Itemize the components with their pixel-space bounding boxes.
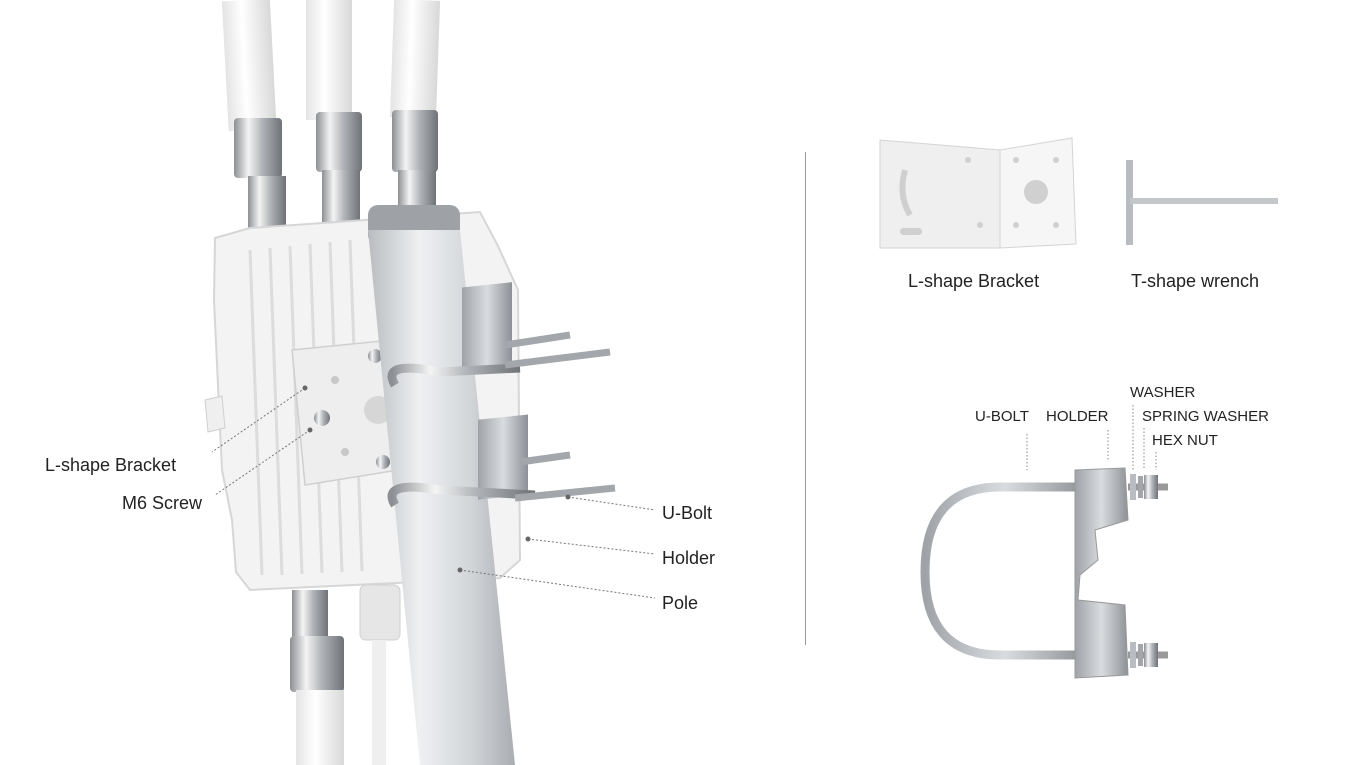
u-bolt-assembly-mounted [387,282,616,508]
detail-spring-washer-label: SPRING WASHER [1142,408,1269,425]
callout-m6-screw: M6 Screw [122,493,203,513]
antenna-bottom [290,584,401,765]
l-bracket-accessory [879,137,1077,249]
pole [368,205,515,765]
accessory-t-wrench-label: T-shape wrench [1131,271,1260,291]
callout-u-bolt: U-Bolt [662,503,713,523]
antenna-top [221,0,441,232]
callout-dots [302,385,571,573]
detail-leaders [1026,405,1157,470]
callout-holder: Holder [662,548,716,568]
detail-u-bolt-label: U-BOLT [975,408,1029,425]
detail-washer-label: WASHER [1130,384,1196,401]
callout-l-bracket: L-shape Bracket [45,455,177,475]
detail-holder-label: HOLDER [1046,408,1109,425]
t-wrench-accessory [1126,160,1278,245]
section-divider [805,152,806,645]
callout-leaders [211,387,656,599]
u-bolt-detail [920,467,1168,679]
callout-pole: Pole [662,593,699,613]
accessory-l-bracket-label: L-shape Bracket [908,271,1040,291]
detail-hex-nut-label: HEX NUT [1152,432,1218,449]
